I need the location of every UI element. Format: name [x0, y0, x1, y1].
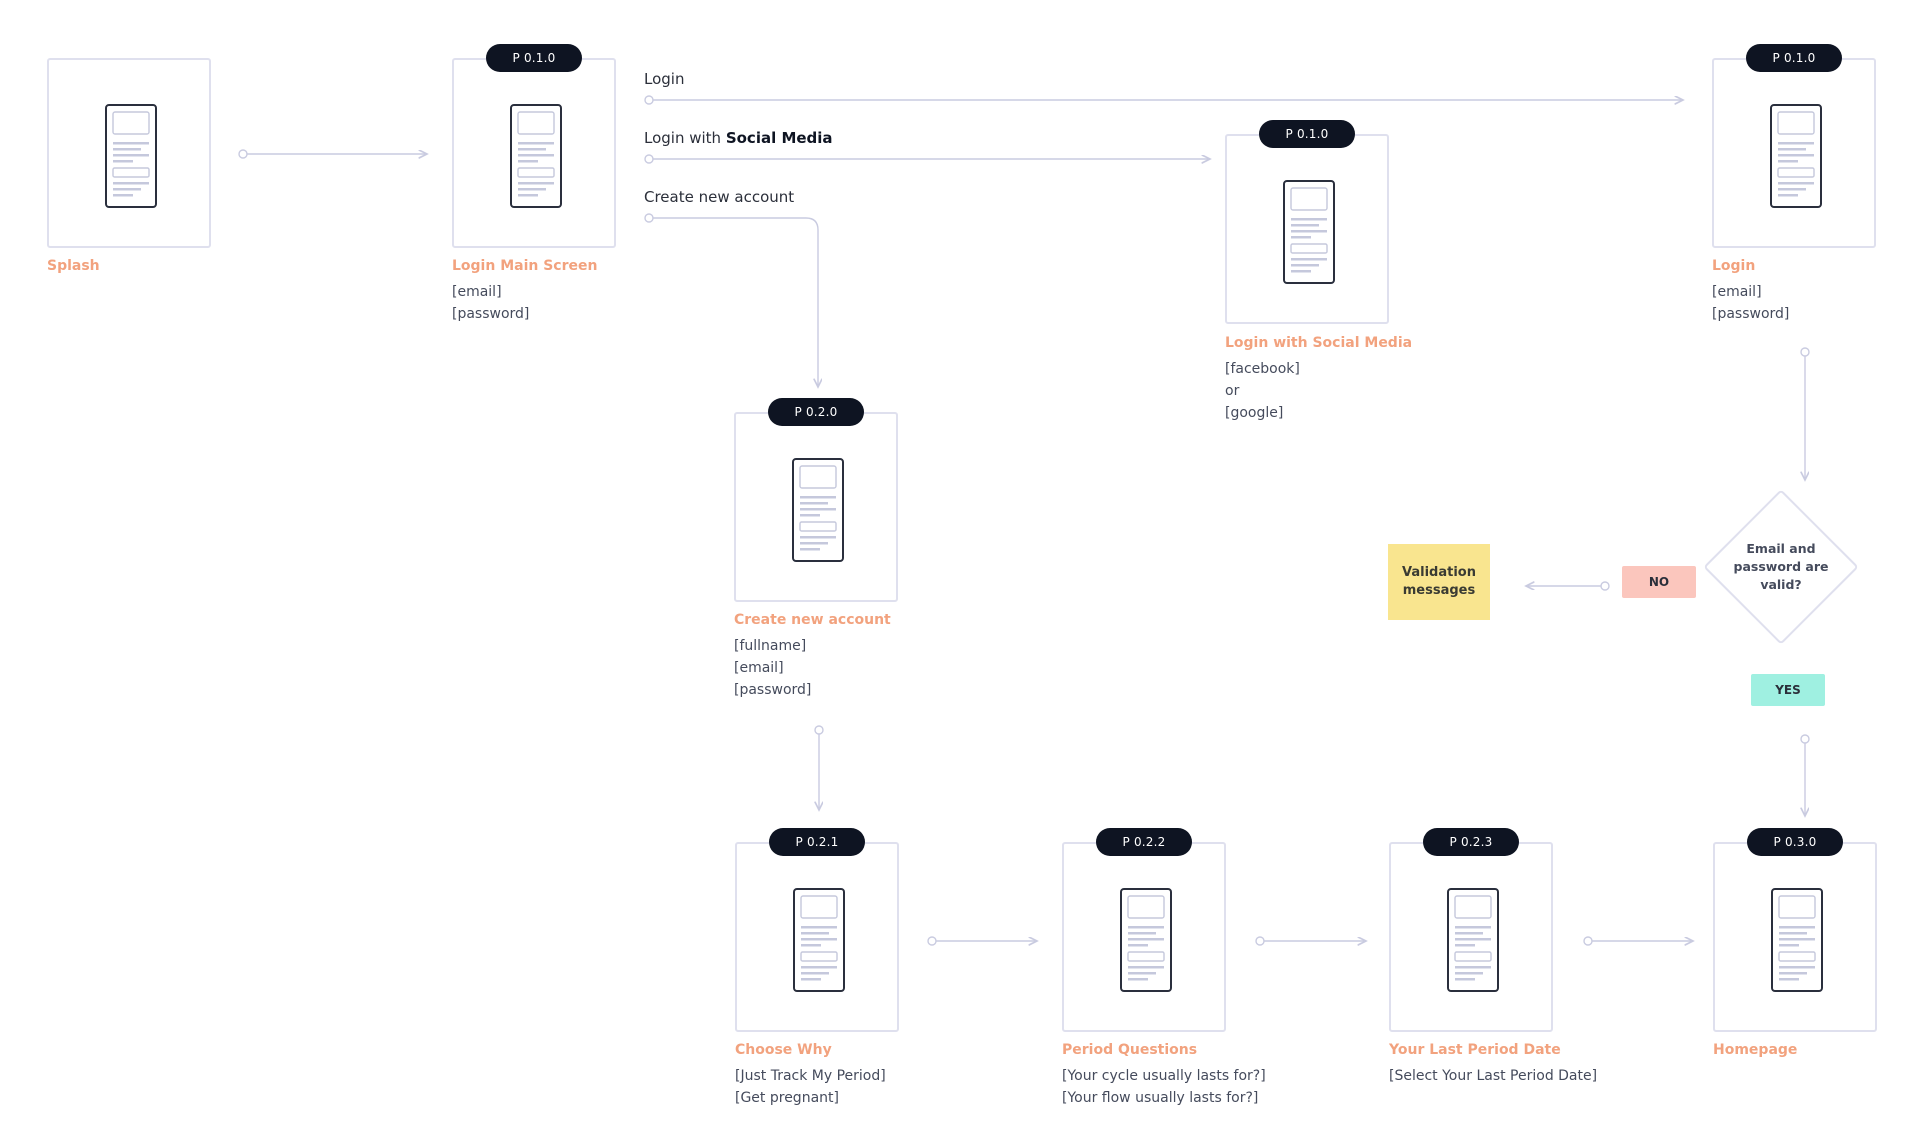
field-label: [facebook]: [1225, 361, 1300, 377]
field-label: or: [1225, 383, 1240, 399]
screen-fields-login-social: [facebook] or [google]: [1225, 358, 1300, 424]
field-label: [Your cycle usually lasts for?]: [1062, 1068, 1266, 1084]
screen-title-login-main: Login Main Screen: [452, 258, 598, 274]
phone-wireframe-icon: [105, 104, 157, 208]
screen-title-splash: Splash: [47, 258, 100, 274]
screen-card-choose-why[interactable]: P 0.2.1: [735, 828, 899, 1032]
validation-messages-note: Validation messages: [1388, 544, 1490, 620]
phone-wireframe-icon: [1120, 888, 1172, 992]
field-label: [password]: [452, 306, 530, 322]
screen-fields-create-account: [fullname] [email] [password]: [734, 635, 811, 701]
phone-wireframe-icon: [1770, 104, 1822, 208]
screen-title-login: Login: [1712, 258, 1756, 274]
field-label: [Just Track My Period]: [735, 1068, 886, 1084]
screen-title-create-account: Create new account: [734, 612, 891, 628]
field-label: [Select Your Last Period Date]: [1389, 1068, 1598, 1084]
decision-question: Email and password are valid?: [1733, 541, 1829, 592]
field-label: [email]: [1712, 284, 1762, 300]
screen-card-period-questions[interactable]: P 0.2.2: [1062, 828, 1226, 1032]
screen-fields-last-period: [Select Your Last Period Date]: [1389, 1065, 1597, 1087]
phone-wireframe-icon: [793, 888, 845, 992]
screen-title-choose-why: Choose Why: [735, 1042, 832, 1058]
screen-id-badge: P 0.2.1: [769, 828, 865, 856]
phone-wireframe-icon: [1447, 888, 1499, 992]
field-label: [email]: [452, 284, 502, 300]
screen-id-badge: P 0.2.3: [1423, 828, 1519, 856]
screen-title-period-questions: Period Questions: [1062, 1042, 1198, 1058]
screen-card-create-account[interactable]: P 0.2.0: [734, 398, 898, 602]
field-label: [fullname]: [734, 638, 807, 654]
phone-wireframe-icon: [510, 104, 562, 208]
field-label: [Your flow usually lasts for?]: [1062, 1090, 1259, 1106]
route-label-create: Create new account: [644, 188, 795, 206]
route-label-social: Login with Social Media: [644, 129, 833, 147]
screen-title-homepage: Homepage: [1713, 1042, 1798, 1058]
screen-title-login-social: Login with Social Media: [1225, 335, 1413, 351]
screen-title-last-period: Your Last Period Date: [1389, 1042, 1561, 1058]
screen-id-badge: P 0.3.0: [1747, 828, 1843, 856]
screen-fields-login-main: [email] [password]: [452, 281, 529, 325]
phone-wireframe-icon: [1283, 180, 1335, 284]
field-label: [Get pregnant]: [735, 1090, 839, 1106]
screen-card-login-social[interactable]: P 0.1.0: [1225, 120, 1389, 324]
screen-card-last-period[interactable]: P 0.2.3: [1389, 828, 1553, 1032]
screen-id-badge: P 0.2.2: [1096, 828, 1192, 856]
screen-fields-choose-why: [Just Track My Period] [Get pregnant]: [735, 1065, 886, 1109]
screen-fields-period-questions: [Your cycle usually lasts for?] [Your fl…: [1062, 1065, 1266, 1109]
screen-card-splash[interactable]: [47, 58, 211, 248]
phone-wireframe-icon: [792, 458, 844, 562]
field-label: [password]: [1712, 306, 1790, 322]
screen-card-login[interactable]: P 0.1.0: [1712, 44, 1876, 248]
field-label: [password]: [734, 682, 812, 698]
screen-card-login-main[interactable]: P 0.1.0: [452, 44, 616, 248]
screen-id-badge: P 0.1.0: [1259, 120, 1355, 148]
screen-id-badge: P 0.2.0: [768, 398, 864, 426]
create-route-connector: [650, 217, 818, 387]
decision-yes-label: YES: [1751, 674, 1825, 706]
field-label: [email]: [734, 660, 784, 676]
route-label-login: Login: [644, 70, 685, 88]
screen-id-badge: P 0.1.0: [1746, 44, 1842, 72]
decision-no-label: NO: [1622, 566, 1696, 598]
screen-id-badge: P 0.1.0: [486, 44, 582, 72]
screen-fields-login: [email] [password]: [1712, 281, 1789, 325]
phone-wireframe-icon: [1771, 888, 1823, 992]
field-label: [google]: [1225, 405, 1284, 421]
screen-card-homepage[interactable]: P 0.3.0: [1713, 828, 1877, 1032]
